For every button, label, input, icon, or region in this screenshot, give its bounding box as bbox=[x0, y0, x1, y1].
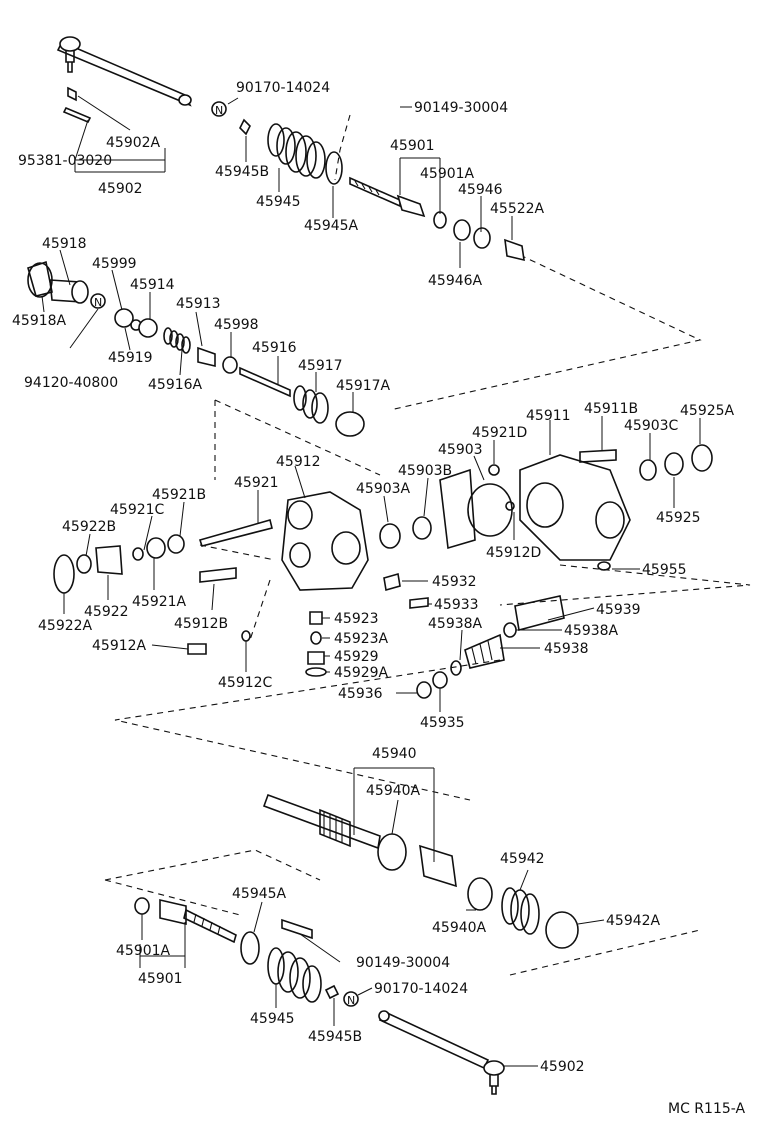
label-45913: 45913 bbox=[176, 296, 221, 312]
label-94120-40800: 94120-40800 bbox=[24, 375, 118, 391]
label-45917: 45917 bbox=[298, 358, 343, 374]
label-45921A: 45921A bbox=[132, 594, 187, 610]
label-45914: 45914 bbox=[130, 277, 175, 293]
new-part-markers: N N N bbox=[90, 101, 359, 1007]
new-part-marker-top: N bbox=[215, 104, 223, 117]
label-45902-bottom: 45902 bbox=[540, 1059, 585, 1075]
label-45942: 45942 bbox=[500, 851, 545, 867]
label-45902A: 45902A bbox=[106, 135, 161, 151]
label-45955: 45955 bbox=[642, 562, 687, 578]
label-45911: 45911 bbox=[526, 408, 571, 424]
label-45918: 45918 bbox=[42, 236, 87, 252]
pinion-valve-parts bbox=[27, 260, 365, 437]
assembly-guide-lines bbox=[104, 114, 751, 976]
label-45999: 45999 bbox=[92, 256, 137, 272]
adjuster-parts bbox=[305, 572, 565, 699]
label-45925A: 45925A bbox=[680, 403, 735, 419]
inner-tie-rod-top bbox=[349, 176, 426, 218]
label-45933: 45933 bbox=[434, 597, 479, 613]
label-90149-30004-top: 90149-30004 bbox=[414, 100, 508, 116]
label-45998: 45998 bbox=[214, 317, 259, 333]
label-45918A: 45918A bbox=[12, 313, 67, 329]
label-45901A-top: 45901A bbox=[420, 166, 475, 182]
label-45922: 45922 bbox=[84, 604, 129, 620]
label-45902-top: 45902 bbox=[98, 181, 143, 197]
gear-housing-right bbox=[379, 444, 713, 571]
label-45938A-left: 45938A bbox=[428, 616, 483, 632]
boot-bellows-bottom bbox=[267, 947, 322, 1003]
label-45923: 45923 bbox=[334, 611, 379, 627]
label-45945B-top: 45945B bbox=[215, 164, 269, 180]
boot-45938 bbox=[464, 633, 505, 669]
label-45922A: 45922A bbox=[38, 618, 93, 634]
label-45903A: 45903A bbox=[356, 481, 411, 497]
label-45945A-top: 45945A bbox=[304, 218, 359, 234]
label-45922B: 45922B bbox=[62, 519, 116, 535]
label-90170-14024-bottom: 90170-14024 bbox=[374, 981, 468, 997]
label-45912A: 45912A bbox=[92, 638, 147, 654]
label-90149-30004-bottom: 90149-30004 bbox=[356, 955, 450, 971]
label-45945A-bottom: 45945A bbox=[232, 886, 287, 902]
label-45935: 45935 bbox=[420, 715, 465, 731]
boot-45942 bbox=[501, 887, 540, 935]
diagram-code: MC R115-A bbox=[668, 1101, 745, 1117]
label-45945-bottom: 45945 bbox=[250, 1011, 295, 1027]
label-45912: 45912 bbox=[276, 454, 321, 470]
label-45917A: 45917A bbox=[336, 378, 391, 394]
label-45522A: 45522A bbox=[490, 201, 545, 217]
part-labels: 90170-14024 90149-30004 45902A 95381-030… bbox=[12, 80, 745, 1117]
spring-45916A bbox=[163, 327, 191, 354]
gear-housing-left bbox=[53, 491, 369, 655]
label-45911B: 45911B bbox=[584, 401, 638, 417]
label-45921: 45921 bbox=[234, 475, 279, 491]
label-45923A: 45923A bbox=[334, 631, 389, 647]
label-45901-top: 45901 bbox=[390, 138, 435, 154]
new-part-marker-mid: N bbox=[94, 296, 102, 309]
label-45903: 45903 bbox=[438, 442, 483, 458]
label-45932: 45932 bbox=[432, 574, 477, 590]
boot-bellows-top bbox=[267, 123, 326, 179]
label-45921B: 45921B bbox=[152, 487, 206, 503]
label-45919: 45919 bbox=[108, 350, 153, 366]
label-45903C: 45903C bbox=[624, 418, 679, 434]
leader-lines bbox=[41, 95, 701, 1067]
label-45945B-bottom: 45945B bbox=[308, 1029, 362, 1045]
label-45901A-bottom: 45901A bbox=[116, 943, 171, 959]
label-45912C: 45912C bbox=[218, 675, 273, 691]
label-45946: 45946 bbox=[458, 182, 503, 198]
label-45912B: 45912B bbox=[174, 616, 228, 632]
tie-rod-end-top bbox=[56, 36, 192, 124]
label-45942A: 45942A bbox=[606, 913, 661, 929]
label-45936: 45936 bbox=[338, 686, 383, 702]
boot-assembly-bottom bbox=[134, 897, 340, 1003]
boot-assembly-top bbox=[239, 118, 525, 262]
label-45946A: 45946A bbox=[428, 273, 483, 289]
label-45939: 45939 bbox=[596, 602, 641, 618]
label-45916A: 45916A bbox=[148, 377, 203, 393]
label-45929A: 45929A bbox=[334, 665, 389, 681]
new-part-marker-bottom: N bbox=[347, 994, 355, 1007]
label-95381-03020: 95381-03020 bbox=[18, 153, 112, 169]
label-45945-top: 45945 bbox=[256, 194, 301, 210]
label-45925: 45925 bbox=[656, 510, 701, 526]
tie-rod-end-bottom bbox=[378, 1010, 505, 1095]
label-45940: 45940 bbox=[372, 746, 417, 762]
label-45901-bottom: 45901 bbox=[138, 971, 183, 987]
label-45938: 45938 bbox=[544, 641, 589, 657]
label-45938A-right: 45938A bbox=[564, 623, 619, 639]
label-45912D: 45912D bbox=[486, 545, 541, 561]
rack-assembly bbox=[262, 793, 579, 949]
label-45903B: 45903B bbox=[398, 463, 452, 479]
label-45921D: 45921D bbox=[472, 425, 527, 441]
label-90170-14024-top: 90170-14024 bbox=[236, 80, 330, 96]
label-45940A-bottom: 45940A bbox=[432, 920, 487, 936]
boot-45917 bbox=[293, 385, 329, 424]
label-45940A-top: 45940A bbox=[366, 783, 421, 799]
label-45929: 45929 bbox=[334, 649, 379, 665]
label-45921C: 45921C bbox=[110, 502, 165, 518]
label-45916: 45916 bbox=[252, 340, 297, 356]
